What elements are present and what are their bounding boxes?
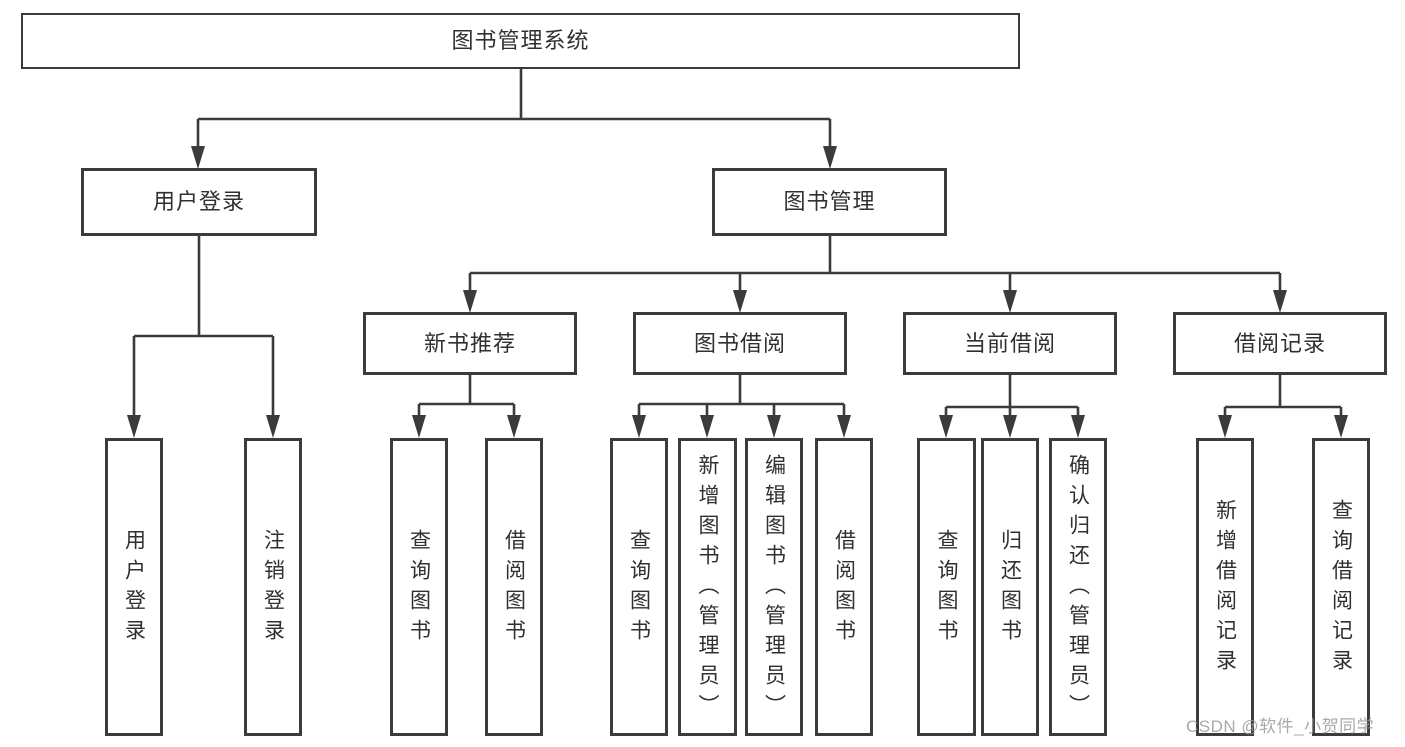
leaf-record-add-record: 新增借阅记录 [1196, 438, 1254, 736]
leaf-record-query-record: 查询借阅记录 [1312, 438, 1370, 736]
node-root-system: 图书管理系统 [21, 13, 1020, 69]
node-book-management: 图书管理 [712, 168, 947, 236]
leaf-logout: 注销登录 [244, 438, 302, 736]
node-borrowing-records: 借阅记录 [1173, 312, 1387, 375]
node-user-login-group: 用户登录 [81, 168, 317, 236]
leaf-borrow-add-books-admin: 新增图书（管理员） [678, 438, 737, 736]
leaf-recommend-borrow-books: 借阅图书 [485, 438, 543, 736]
leaf-user-login: 用户登录 [105, 438, 163, 736]
leaf-borrow-edit-books-admin: 编辑图书（管理员） [745, 438, 803, 736]
leaf-current-return-books: 归还图书 [981, 438, 1039, 736]
node-book-borrowing: 图书借阅 [633, 312, 847, 375]
arrowheads [127, 146, 1348, 438]
csdn-watermark: CSDN @软件_小贺同学 [1186, 717, 1375, 736]
node-new-book-recommend: 新书推荐 [363, 312, 577, 375]
leaf-recommend-query-books: 查询图书 [390, 438, 448, 736]
leaf-current-query-books: 查询图书 [917, 438, 976, 736]
node-current-borrowing: 当前借阅 [903, 312, 1117, 375]
leaf-borrow-borrow-books: 借阅图书 [815, 438, 873, 736]
leaf-borrow-query-books: 查询图书 [610, 438, 668, 736]
leaf-current-confirm-return-admin: 确认归还（管理员） [1049, 438, 1107, 736]
